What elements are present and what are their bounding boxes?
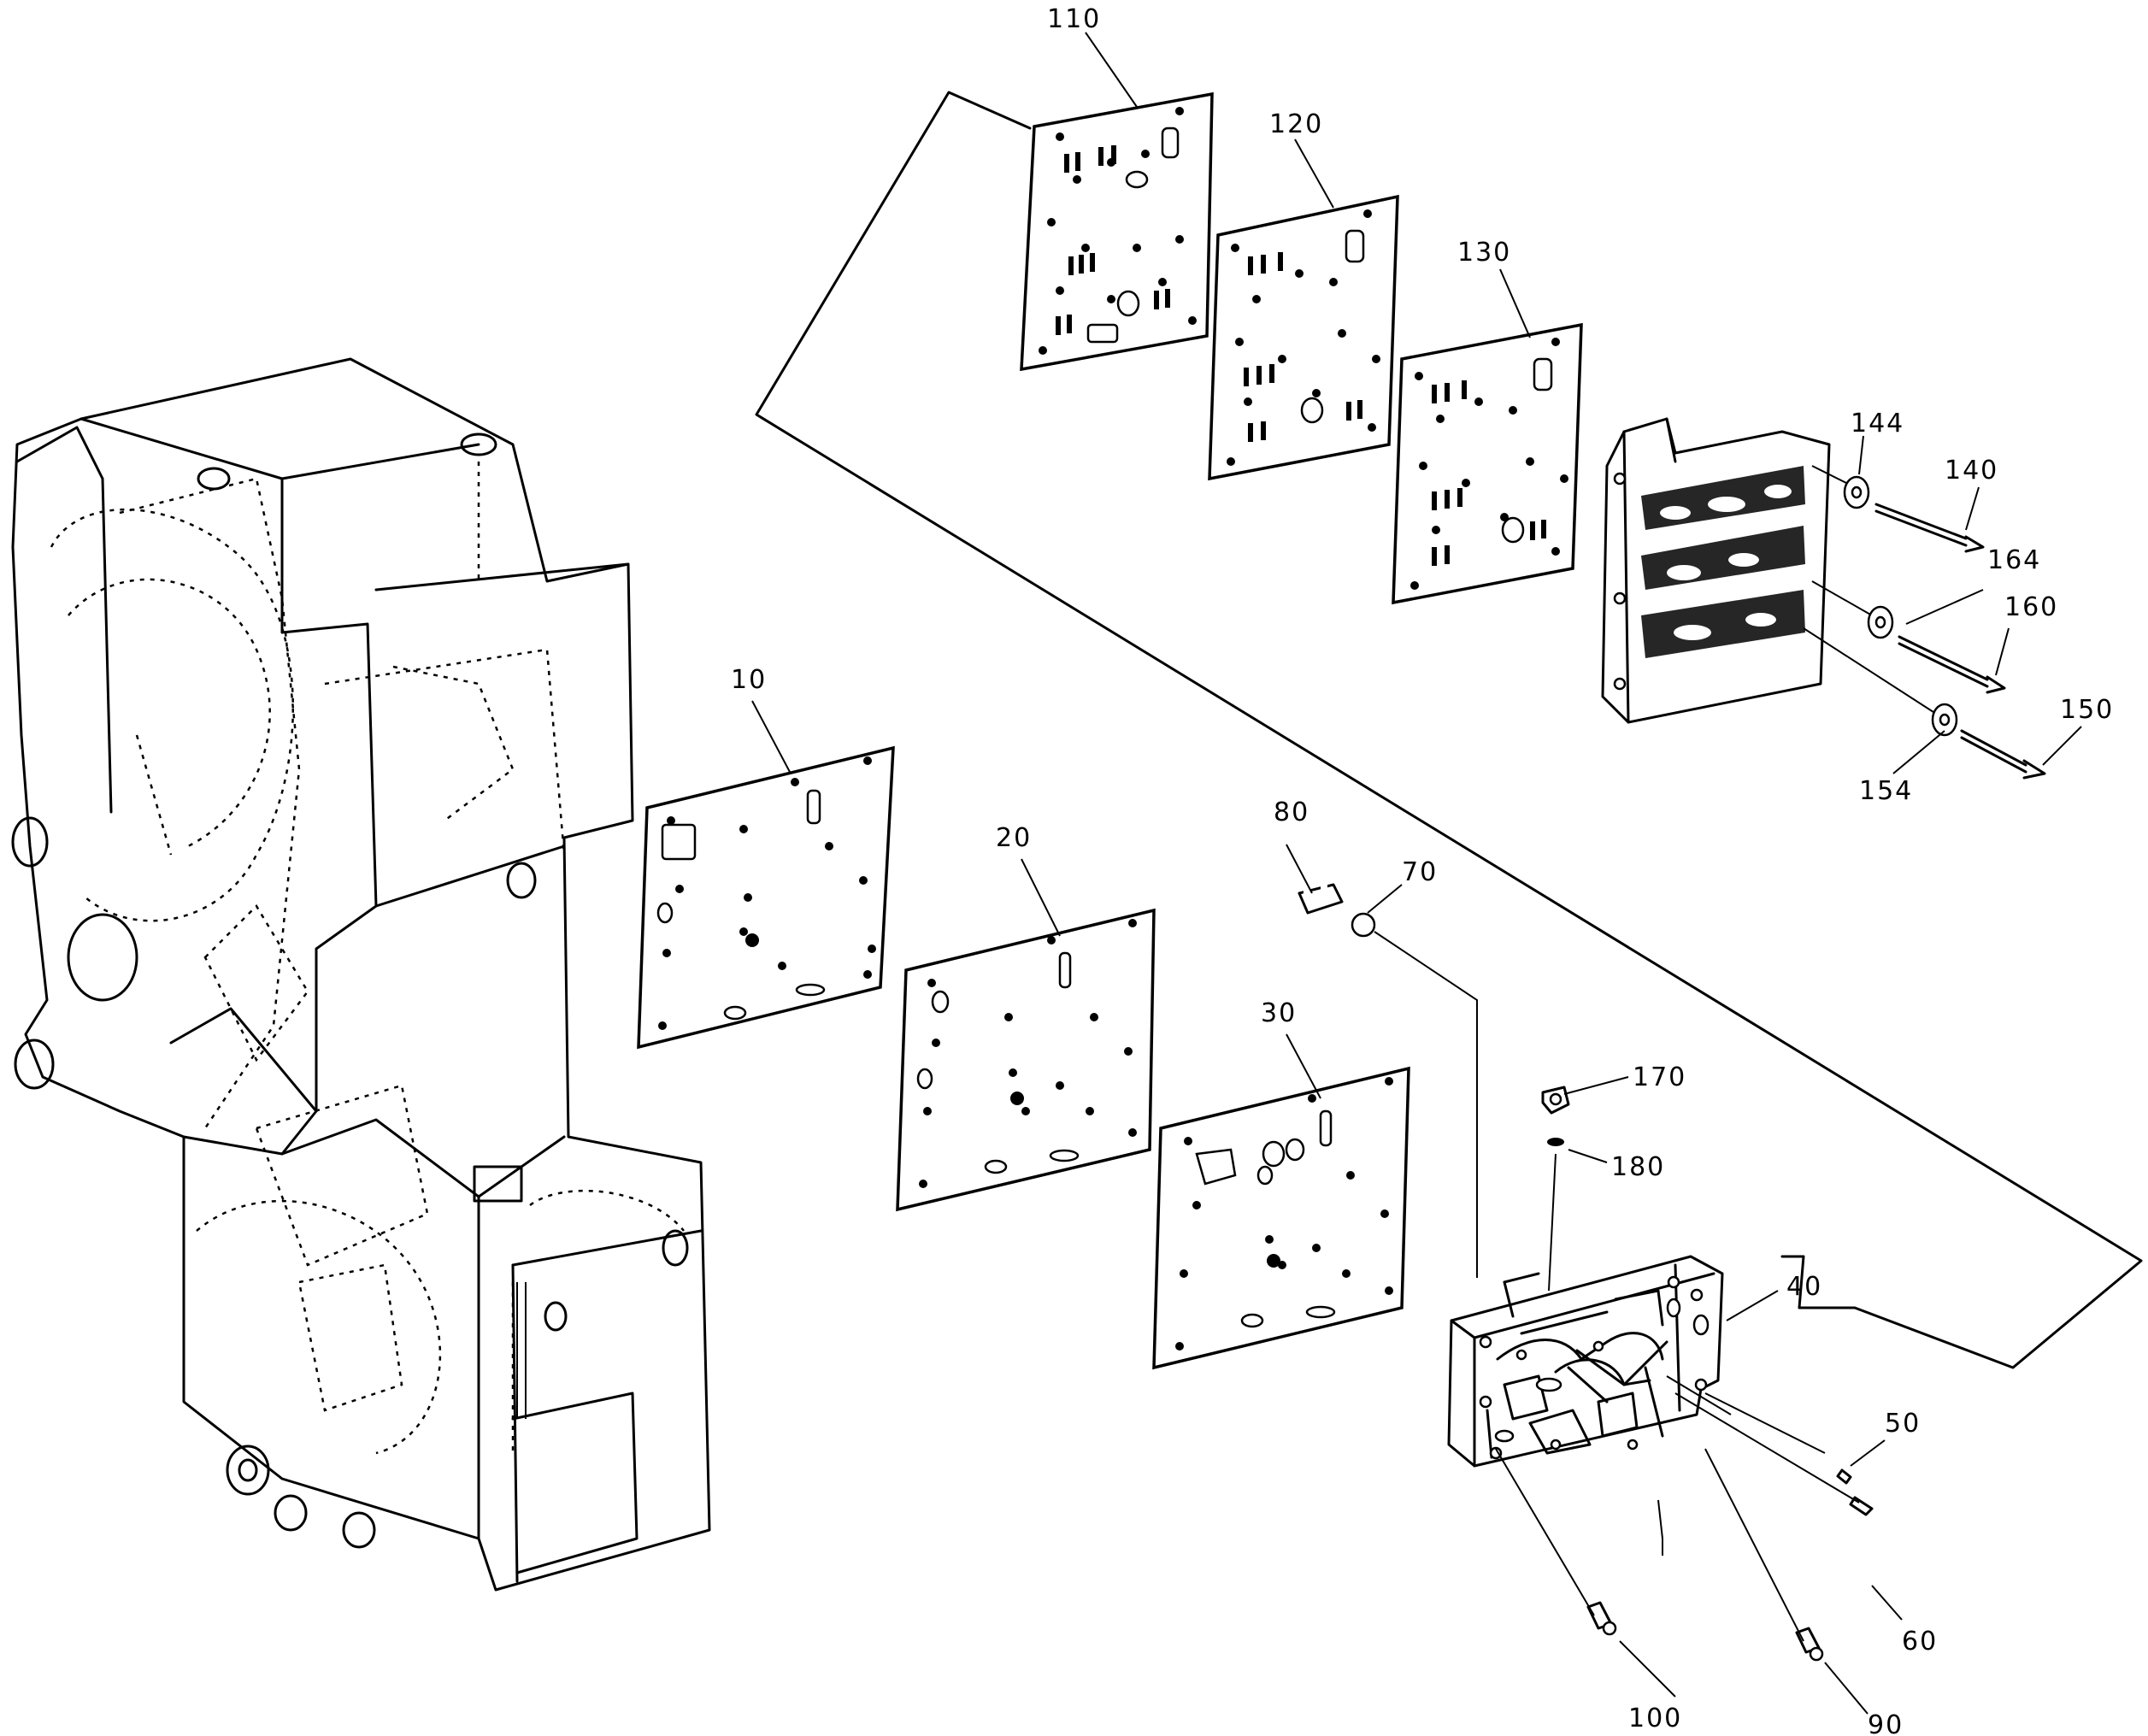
plate-120 xyxy=(1208,194,1399,481)
callout-130: 130 xyxy=(1457,238,1511,268)
part-70-ball xyxy=(1351,912,1478,1278)
plate-130 xyxy=(1392,322,1583,605)
callout-80: 80 xyxy=(1274,797,1309,827)
plate-30 xyxy=(1152,1066,1410,1370)
upper-valve-body xyxy=(1601,417,1831,724)
bolt-assemblies-lower xyxy=(1495,1375,1874,1662)
bolt-assemblies-upper xyxy=(1803,465,2046,780)
callout-164: 164 xyxy=(1987,545,2041,575)
callout-50: 50 xyxy=(1885,1409,1921,1439)
callout-10: 10 xyxy=(731,665,767,695)
callout-140: 140 xyxy=(1945,456,1998,485)
plate-10 xyxy=(637,745,895,1050)
callout-20: 20 xyxy=(996,823,1032,853)
group-frame-line xyxy=(755,91,2143,1369)
lower-valve-body-40 xyxy=(1447,1255,1724,1468)
callout-110: 110 xyxy=(1047,4,1101,34)
callout-180: 180 xyxy=(1611,1152,1665,1182)
callout-120: 120 xyxy=(1269,109,1323,139)
leader-lines xyxy=(751,32,2082,1715)
callout-154: 154 xyxy=(1859,776,1913,806)
callout-60: 60 xyxy=(1902,1627,1938,1657)
callout-150: 150 xyxy=(2060,695,2114,725)
callout-30: 30 xyxy=(1261,998,1297,1028)
callout-144: 144 xyxy=(1851,409,1904,438)
part-170-plug xyxy=(1541,1086,1570,1115)
callout-70: 70 xyxy=(1402,857,1438,887)
part-180-seal xyxy=(1547,1138,1564,1292)
transmission-housing xyxy=(11,357,711,1592)
callout-160: 160 xyxy=(2004,592,2058,622)
callout-labels: 110 120 130 144 140 164 160 150 154 10 2… xyxy=(731,4,2114,1736)
part-80-connector xyxy=(1298,883,1344,915)
callout-170: 170 xyxy=(1633,1062,1686,1092)
callout-90: 90 xyxy=(1868,1710,1904,1736)
plate-20 xyxy=(896,908,1156,1212)
callout-100: 100 xyxy=(1628,1704,1682,1733)
plate-110 xyxy=(1020,91,1214,372)
callout-40: 40 xyxy=(1786,1272,1822,1302)
